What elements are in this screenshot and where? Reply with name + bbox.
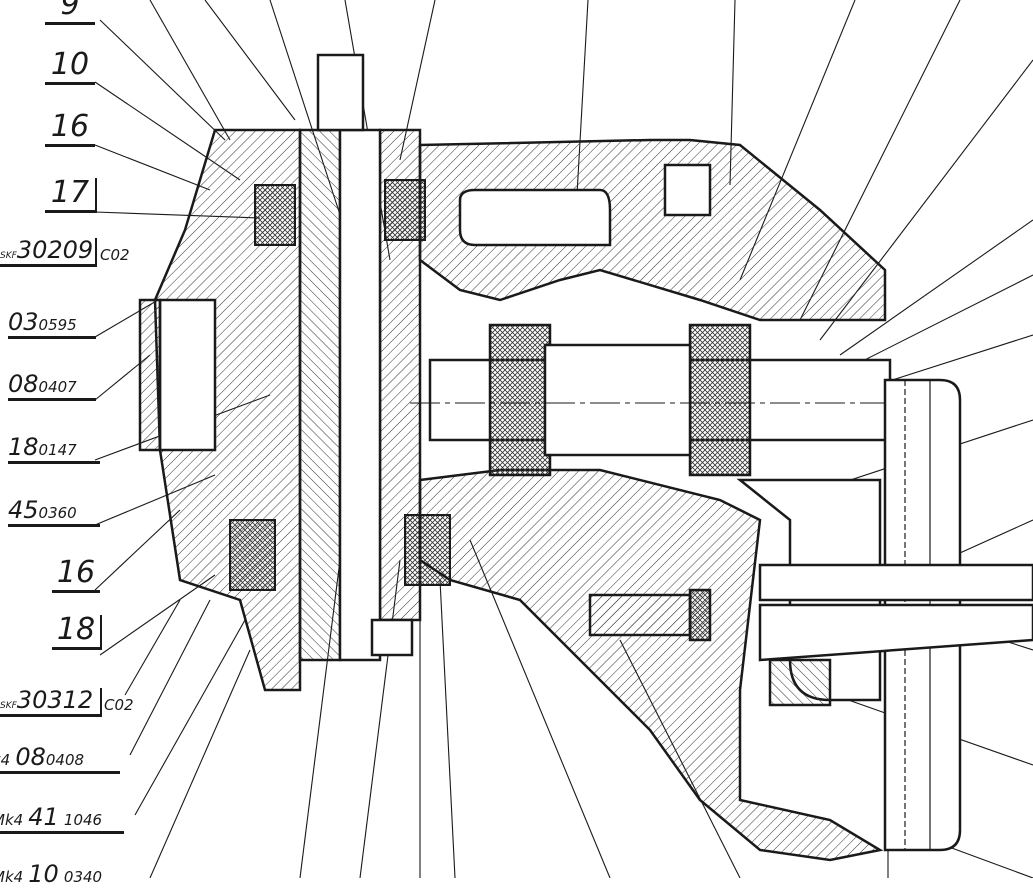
callout-16-bottom: 16 — [52, 558, 100, 593]
callout-main: 10 — [50, 47, 90, 82]
callout-main: 18 — [56, 612, 96, 647]
callout-17: 17 — [45, 178, 97, 213]
callout-sub: 0340 — [63, 868, 103, 886]
callout-03-0595: 030595 — [8, 310, 96, 339]
callout-main: 17 — [50, 175, 90, 210]
callout-sub: 0360 — [38, 504, 77, 522]
callout-sub: 0147 — [38, 441, 77, 459]
callout-main: 08 — [15, 743, 46, 771]
callout-main: 10 — [28, 860, 59, 888]
callout-main: 03 — [8, 308, 39, 336]
callout-08-0407: 080407 — [8, 372, 96, 401]
callout-45-0360: 450360 — [8, 498, 100, 527]
callout-prefix: Mk4 — [0, 811, 24, 829]
callout-prefix: Mk4 — [0, 868, 24, 886]
callout-prefix: k4 — [0, 751, 11, 769]
callout-k4-08-0408: k4 080408 — [0, 745, 120, 774]
central-shaft — [298, 53, 422, 662]
callout-skf-30312: SKF30312 — [0, 688, 102, 717]
callout-sub: 0407 — [38, 378, 77, 396]
callout-main: 9 — [60, 0, 80, 22]
callout-main: 30209 — [16, 236, 94, 264]
callout-10: 10 — [45, 50, 95, 85]
right-flange — [588, 378, 1033, 852]
callout-skf-30209: SKF30209 — [0, 238, 97, 267]
callout-main: 18 — [8, 433, 39, 461]
callout-prefix: SKF — [0, 251, 17, 261]
callout-main: 41 — [28, 803, 59, 831]
main-shaft — [410, 323, 900, 477]
callout-sub: 1046 — [63, 811, 103, 829]
callout-mk4-10-0340: Mk4 10 0340 — [0, 862, 124, 886]
callout-main: 30312 — [16, 686, 94, 714]
upper-housing — [418, 138, 887, 322]
callout-skf-30209-grade: C02 — [100, 246, 130, 264]
callout-skf-30312-grade: C02 — [104, 696, 134, 714]
callout-prefix: SKF — [0, 701, 17, 711]
callout-16-top: 16 — [45, 112, 95, 147]
callout-9: 9 — [45, 0, 95, 25]
callout-mk4-41-1046: Mk4 41 1046 — [0, 805, 124, 834]
callout-main: 16 — [56, 555, 96, 590]
callout-sub: 0595 — [38, 316, 77, 334]
callout-main: 08 — [8, 370, 39, 398]
callout-18: 18 — [52, 615, 102, 650]
callout-main: 45 — [8, 496, 39, 524]
callout-sub: 0408 — [45, 751, 85, 769]
callout-main: 16 — [50, 109, 90, 144]
callout-18-0147: 180147 — [8, 435, 100, 464]
